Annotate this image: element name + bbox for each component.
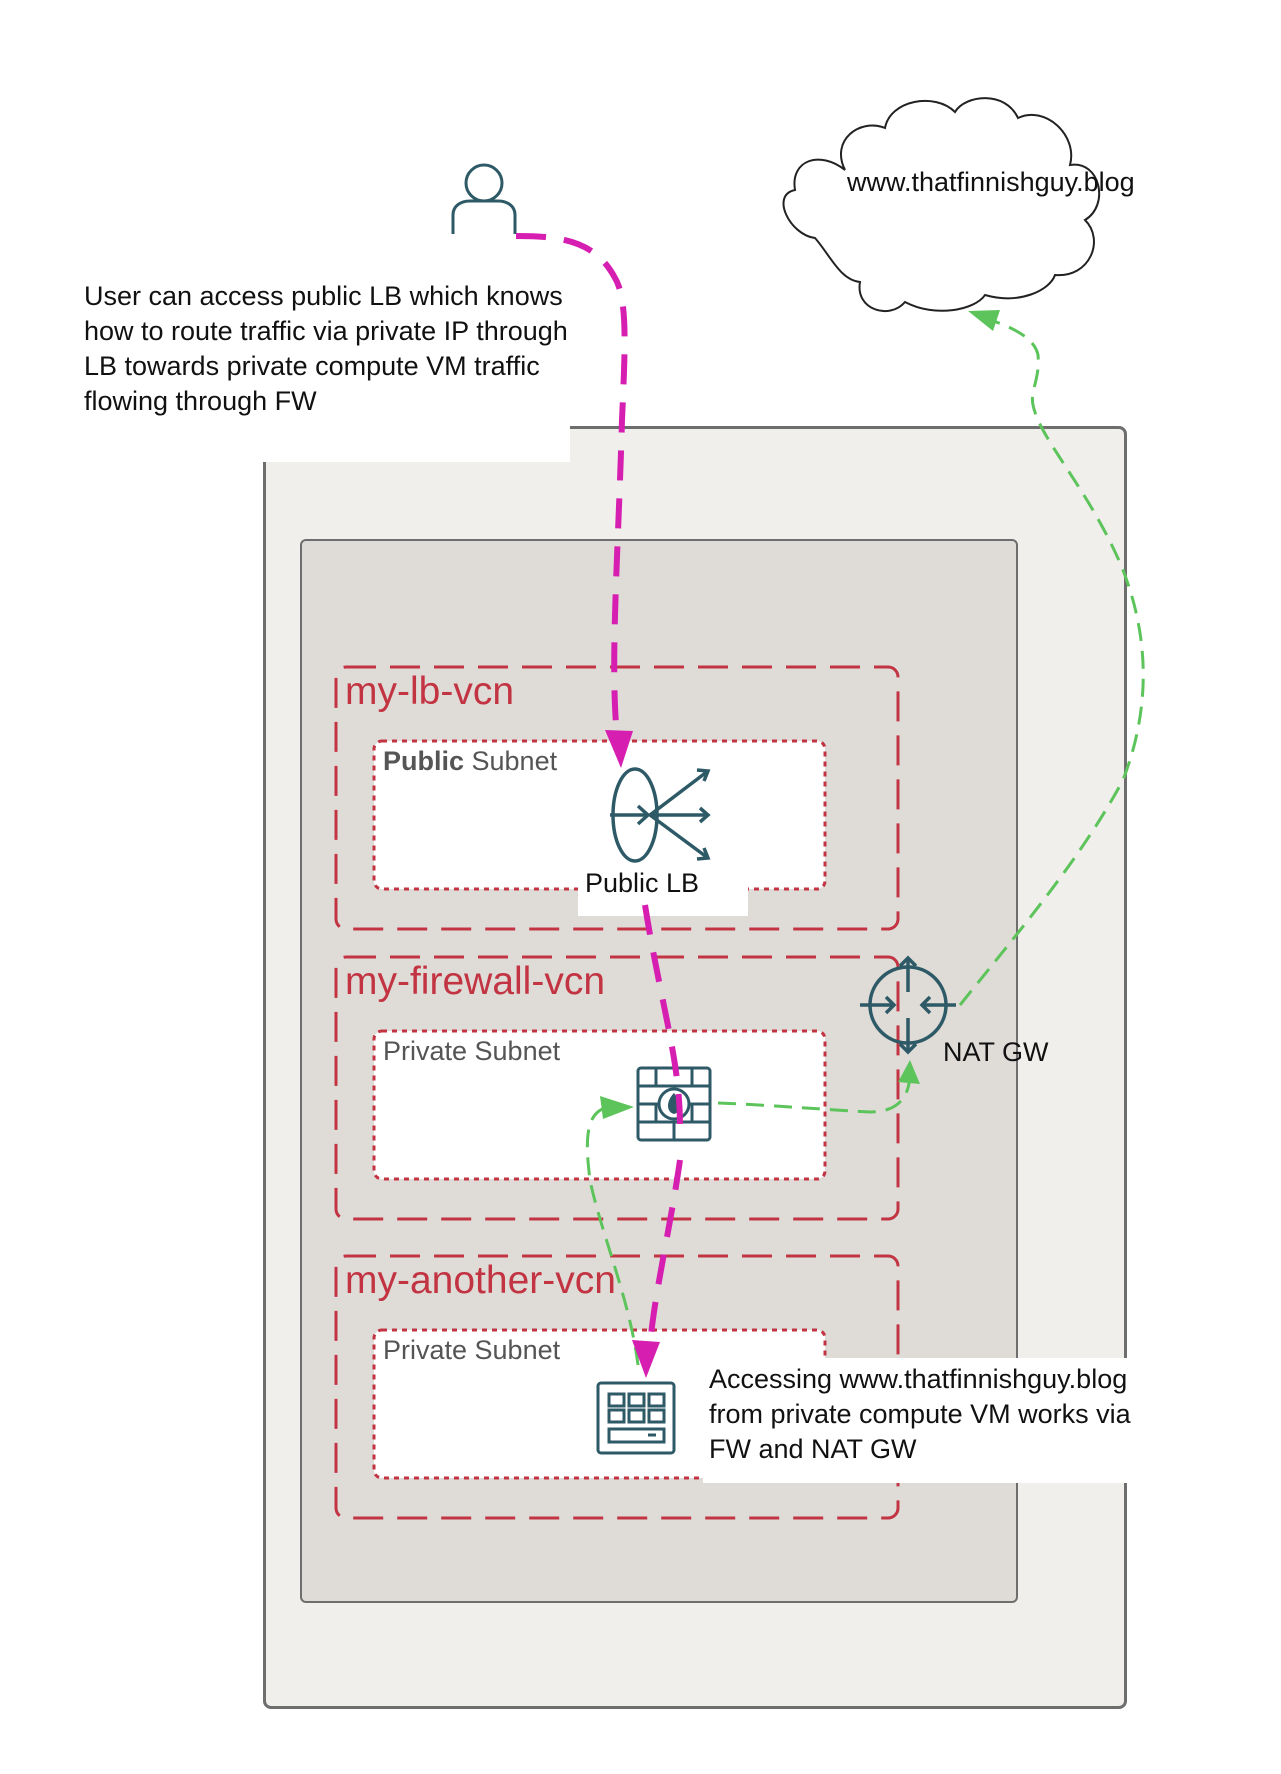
outbound-flow	[585, 316, 1145, 1366]
outbound-arrowhead-nat	[898, 1060, 920, 1084]
subnet-label-private-vm: Private Subnet	[383, 1335, 561, 1365]
inbound-arrowhead-vm	[632, 1340, 660, 1378]
lb-label: Public LB	[585, 868, 700, 898]
subnet-label-private-fw: Private Subnet	[383, 1036, 561, 1066]
firewall-icon	[636, 1066, 712, 1142]
outbound-arrowhead-fw	[600, 1096, 634, 1119]
outbound-note: Accessing www.thatfinnishguy.blog from p…	[709, 1364, 1131, 1464]
lb-label-bg	[578, 862, 748, 916]
vcn-label-lb: my-lb-vcn	[345, 670, 515, 713]
cloud-icon	[782, 97, 1101, 312]
user-icon	[451, 163, 517, 234]
nat-gw-label: NAT GW	[943, 1037, 1049, 1067]
outbound-note-bg	[703, 1358, 1173, 1483]
vcn-label-firewall: my-firewall-vcn	[345, 960, 606, 1003]
vcn-box-firewall	[334, 955, 900, 1221]
subnet-label-public: Public Subnet	[383, 746, 557, 777]
inbound-note: User can access public LB which knows ho…	[70, 277, 570, 462]
subnet-box-private-fw	[372, 1029, 827, 1181]
outbound-arrowhead-cloud	[968, 310, 1000, 331]
nat-gateway-icon	[860, 955, 956, 1055]
subnet-label-public-bold: Public	[383, 746, 465, 776]
subnet-box-public	[372, 739, 827, 891]
subnet-label-public-rest: Subnet	[464, 746, 558, 776]
vcn-label-another: my-another-vcn	[345, 1259, 616, 1302]
compute-vm-icon	[596, 1381, 676, 1455]
internet-label: www.thatfinnishguy.blog	[847, 167, 1135, 197]
inbound-flow	[515, 233, 683, 1346]
inbound-arrowhead-lb	[605, 730, 633, 768]
load-balancer-icon	[610, 767, 711, 863]
